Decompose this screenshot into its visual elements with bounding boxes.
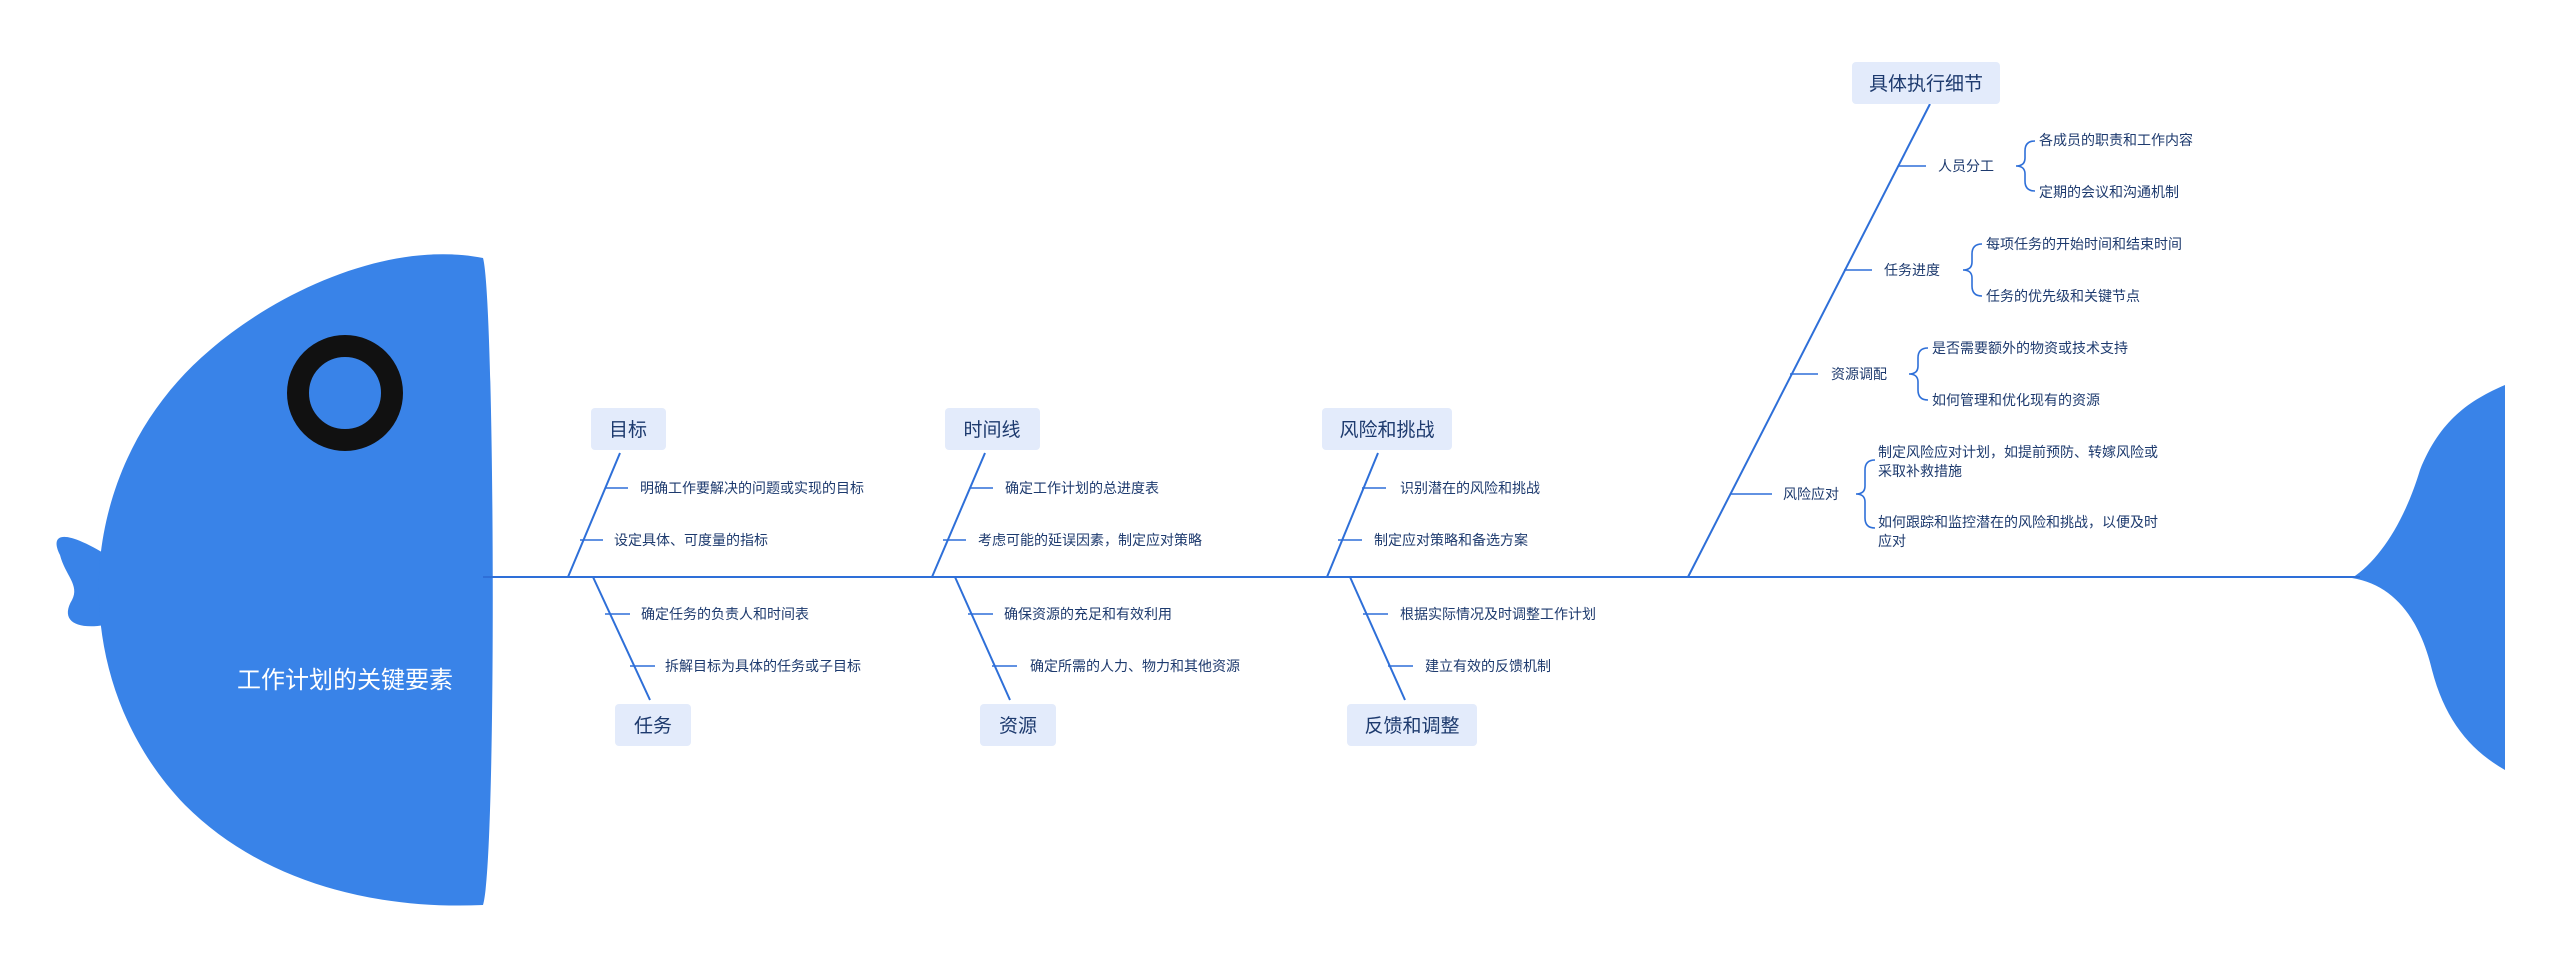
- topic-risk[interactable]: 风险和挑战: [1322, 408, 1452, 450]
- bone-risk: [1327, 453, 1378, 577]
- fish-tail: [2352, 385, 2505, 770]
- detail-item[interactable]: 各成员的职责和工作内容: [2039, 132, 2193, 149]
- fish-head: 工作计划的关键要素: [57, 254, 493, 905]
- detail-item[interactable]: 定期的会议和沟通机制: [2039, 185, 2179, 201]
- detail-item-line: 制定风险应对计划，如提前预防、转嫁风险或: [1878, 444, 2158, 461]
- subtopic[interactable]: 建立有效的反馈机制: [1425, 659, 1551, 675]
- detail-group-label[interactable]: 风险应对: [1783, 486, 1839, 503]
- central-topic[interactable]: 工作计划的关键要素: [237, 666, 453, 694]
- subtopic[interactable]: 考虑可能的延误因素，制定应对策略: [978, 532, 1202, 549]
- topic-label: 目标: [609, 419, 647, 441]
- tail-upper-fin: [2352, 385, 2505, 578]
- fish-head-shape: [99, 254, 493, 905]
- brace: [2016, 141, 2035, 191]
- detail-group-label[interactable]: 任务进度: [1884, 263, 1940, 279]
- detail-item-line: 如何跟踪和监控潜在的风险和挑战，以便及时: [1878, 515, 2158, 531]
- brace: [1909, 348, 1928, 400]
- tail-lower-fin: [2352, 578, 2505, 770]
- detail-item-line: 采取补救措施: [1878, 464, 1962, 480]
- topic-label: 风险和挑战: [1339, 419, 1434, 441]
- subtopic[interactable]: 设定具体、可度量的指标: [614, 533, 768, 549]
- detail-item-line: 应对: [1878, 533, 1906, 550]
- topic-feedback[interactable]: 反馈和调整: [1347, 704, 1477, 746]
- topic-label: 任务: [634, 715, 672, 737]
- bone-task: [593, 577, 650, 700]
- topic-label: 具体执行细节: [1869, 73, 1983, 95]
- subtopic[interactable]: 确定所需的人力、物力和其他资源: [1030, 659, 1240, 675]
- subtopic[interactable]: 制定应对策略和备选方案: [1374, 532, 1528, 549]
- subtopic[interactable]: 拆解目标为具体的任务或子目标: [665, 659, 861, 675]
- bone-timeline: [932, 453, 985, 577]
- detail-item[interactable]: 每项任务的开始时间和结束时间: [1986, 237, 2182, 253]
- topic-task[interactable]: 任务: [615, 704, 691, 746]
- subtopic[interactable]: 识别潜在的风险和挑战: [1400, 481, 1540, 497]
- subtopic[interactable]: 确定工作计划的总进度表: [1005, 481, 1159, 497]
- topic-goal[interactable]: 目标: [591, 408, 666, 450]
- detail-item[interactable]: 任务的优先级和关键节点: [1986, 289, 2140, 305]
- detail-item[interactable]: 如何跟踪和监控潜在的风险和挑战，以便及时 应对: [1878, 515, 2162, 550]
- subtopic[interactable]: 根据实际情况及时调整工作计划: [1400, 607, 1596, 623]
- topic-timeline[interactable]: 时间线: [945, 408, 1040, 450]
- topic-label: 资源: [999, 715, 1037, 737]
- subtopic[interactable]: 确保资源的充足和有效利用: [1004, 607, 1172, 623]
- topic-detail[interactable]: 具体执行细节: [1852, 62, 2000, 104]
- detail-item[interactable]: 是否需要额外的物资或技术支持: [1932, 341, 2128, 357]
- bone-feedback: [1350, 577, 1405, 700]
- topic-resource[interactable]: 资源: [980, 704, 1056, 746]
- topic-label: 时间线: [963, 419, 1020, 441]
- topic-label: 反馈和调整: [1364, 715, 1459, 737]
- detail-group-label[interactable]: 资源调配: [1831, 367, 1887, 383]
- subtopic[interactable]: 明确工作要解决的问题或实现的目标: [640, 481, 864, 497]
- detail-item[interactable]: 制定风险应对计划，如提前预防、转嫁风险或 采取补救措施: [1878, 444, 2162, 480]
- subtopic[interactable]: 确定任务的负责人和时间表: [641, 607, 809, 623]
- bone-detail: [1688, 104, 1930, 577]
- detail-item[interactable]: 如何管理和优化现有的资源: [1932, 393, 2100, 409]
- bone-goal: [568, 453, 620, 577]
- brace: [1963, 244, 1982, 296]
- brace: [1856, 460, 1875, 528]
- detail-group-label[interactable]: 人员分工: [1938, 159, 1994, 175]
- bone-resource: [955, 577, 1010, 700]
